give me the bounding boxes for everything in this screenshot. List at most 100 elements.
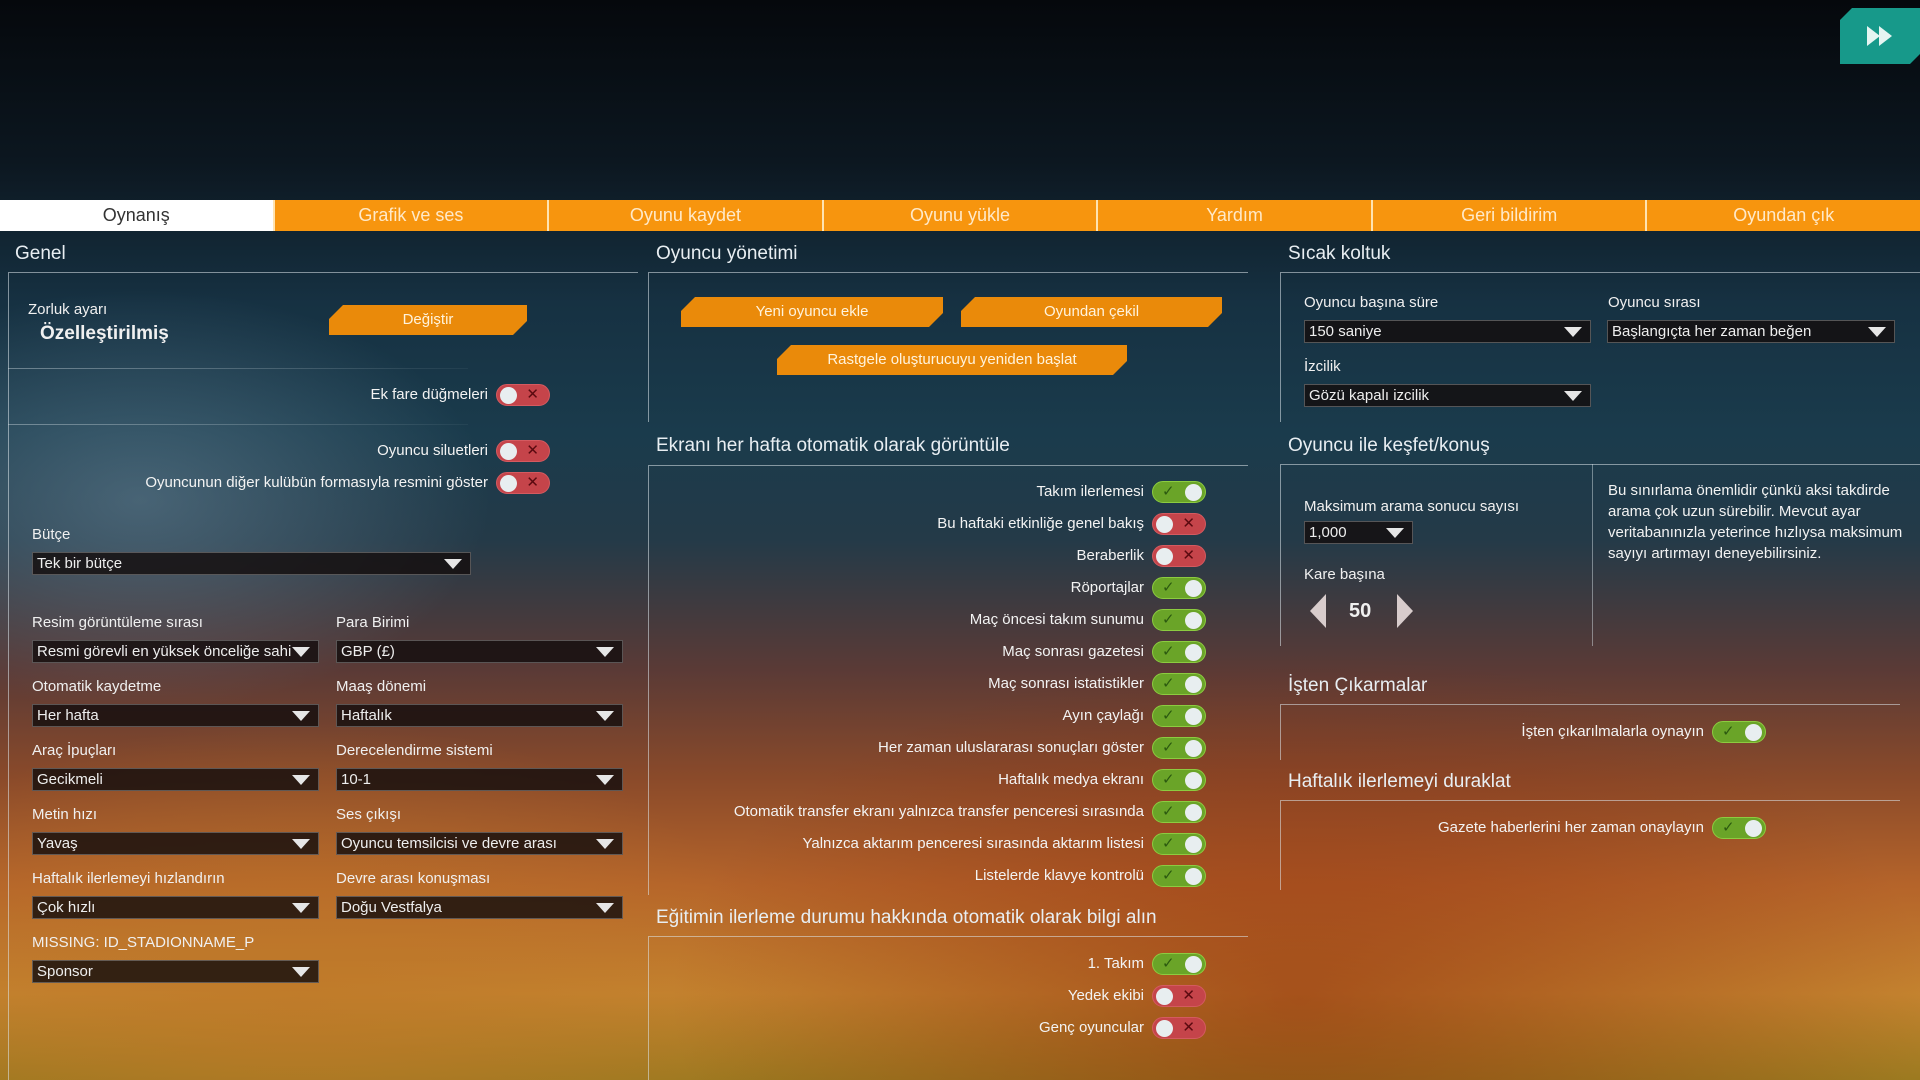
toggle-knob — [1156, 1020, 1173, 1037]
setting-dropdown[interactable]: Sponsor — [32, 960, 319, 983]
toggle-switch[interactable]: ✓ — [1152, 737, 1206, 759]
setting-label: Ses çıkışı — [336, 806, 402, 823]
fast-forward-button[interactable] — [1840, 8, 1920, 64]
toggle-knob — [1185, 612, 1202, 629]
toggle-row: Maç sonrası istatistikler ✓ — [506, 673, 1206, 695]
chevron-down-icon — [292, 775, 310, 785]
tab-4[interactable]: Yardım — [1096, 200, 1371, 231]
toggle-switch[interactable]: ✓ — [1152, 481, 1206, 503]
search-panel — [1280, 464, 1920, 646]
toggle-label: Genç oyuncular — [1038, 1019, 1144, 1036]
max-results-dropdown[interactable]: 1,000 — [1304, 521, 1413, 544]
setting-dropdown[interactable]: Her hafta — [32, 704, 319, 727]
toggle-switch[interactable]: ✓ — [1152, 833, 1206, 855]
tab-5[interactable]: Geri bildirim — [1370, 200, 1646, 231]
toggle-row: Bu haftaki etkinliğe genel bakış ✕ — [506, 513, 1206, 535]
setting-value: Her hafta — [37, 707, 99, 724]
budget-dropdown[interactable]: Tek bir bütçe — [32, 552, 471, 575]
toggle-switch[interactable]: ✕ — [1152, 1017, 1206, 1039]
setting-value: 10-1 — [341, 771, 372, 788]
setting-dropdown[interactable]: GBP (£) — [336, 640, 623, 663]
toggle-switch[interactable]: ✕ — [496, 472, 550, 494]
player-order-dropdown[interactable]: Başlangıçta her zaman beğen — [1607, 320, 1895, 343]
restart-random-button[interactable]: Rastgele oluşturucuyu yeniden başlat — [777, 345, 1127, 375]
tab-2[interactable]: Oyunu kaydet — [547, 200, 822, 231]
toggle-switch[interactable]: ✓ — [1152, 641, 1206, 663]
tab-6[interactable]: Oyundan çık — [1645, 200, 1920, 231]
section-title-dismissals: İşten Çıkarmalar — [1288, 675, 1428, 696]
chevron-down-icon — [596, 903, 614, 913]
toggle-row: Listelerde klavye kontrolü✓ — [506, 865, 1206, 887]
setting-value: Doğu Vestfalya — [341, 899, 442, 916]
weekly-screens-panel — [648, 465, 1248, 895]
section-title-pause: Haftalık ilerlemeyi duraklat — [1288, 771, 1511, 792]
toggle-label: Takım ilerlemesi — [1036, 483, 1144, 500]
check-icon: ✓ — [1162, 955, 1175, 972]
search-info-text: Bu sınırlama önemlidir çünkü aksi takdir… — [1608, 482, 1903, 562]
toggle-switch[interactable]: ✓ — [1152, 865, 1206, 887]
setting-label: Derecelendirme sistemi — [336, 742, 493, 759]
toggle-switch[interactable]: ✕ — [496, 384, 550, 406]
toggle-label: Beraberlik — [1076, 547, 1144, 564]
setting-dropdown[interactable]: Doğu Vestfalya — [336, 896, 623, 919]
toggle-knob — [1745, 724, 1762, 741]
hotseat-panel — [1280, 272, 1920, 422]
toggle-switch[interactable]: ✓ — [1152, 609, 1206, 631]
difficulty-label: Zorluk ayarı — [28, 301, 108, 318]
toggle-switch[interactable]: ✓ — [1152, 769, 1206, 791]
setting-dropdown[interactable]: 10-1 — [336, 768, 623, 791]
scouting-dropdown[interactable]: Gözü kapalı izcilik — [1304, 384, 1591, 407]
x-icon: ✕ — [1182, 987, 1195, 1004]
check-icon: ✓ — [1162, 867, 1175, 884]
increment-arrow-icon[interactable] — [1395, 594, 1415, 628]
chevron-down-icon — [292, 711, 310, 721]
toggle-switch[interactable]: ✓ — [1152, 705, 1206, 727]
tab-3[interactable]: Oyunu yükle — [821, 200, 1097, 231]
x-icon: ✕ — [1182, 547, 1195, 564]
tab-0[interactable]: Oynanış — [0, 200, 273, 231]
toggle-switch[interactable]: ✓ — [1152, 673, 1206, 695]
fast-forward-icon — [1865, 24, 1895, 48]
toggle-label: Otomatik transfer ekranı yalnızca transf… — [733, 803, 1144, 820]
toggle-switch[interactable]: ✓ — [1152, 801, 1206, 823]
toggle-label: Her zaman uluslararası sonuçları göster — [878, 739, 1144, 756]
setting-dropdown[interactable]: Gecikmeli — [32, 768, 319, 791]
toggle-knob — [1156, 548, 1173, 565]
toggle-switch[interactable]: ✕ — [1152, 985, 1206, 1007]
toggle-switch[interactable]: ✕ — [1152, 545, 1206, 567]
retire-button[interactable]: Oyundan çekil — [961, 297, 1222, 327]
toggle-row: Otomatik transfer ekranı yalnızca transf… — [506, 801, 1206, 823]
setting-value: Oyuncu temsilcisi ve devre arası — [341, 835, 557, 852]
setting-value: GBP (£) — [341, 643, 395, 660]
check-icon: ✓ — [1162, 483, 1175, 500]
check-icon: ✓ — [1162, 803, 1175, 820]
toggle-switch[interactable]: ✓ — [1152, 577, 1206, 599]
setting-dropdown[interactable]: Haftalık — [336, 704, 623, 727]
toggle-label: Maç sonrası gazetesi — [1002, 643, 1144, 660]
time-per-player-dropdown[interactable]: 150 saniye — [1304, 320, 1591, 343]
scouting-value: Gözü kapalı izcilik — [1309, 387, 1430, 404]
toggle-knob — [1185, 676, 1202, 693]
toggle-switch[interactable]: ✓ — [1152, 953, 1206, 975]
toggle-row: İşten çıkarılmalarla oynayın ✓ — [1066, 721, 1766, 743]
toggle-switch[interactable]: ✕ — [496, 440, 550, 462]
section-title-player-management: Oyuncu yönetimi — [656, 243, 798, 264]
tab-1[interactable]: Grafik ve ses — [272, 200, 548, 231]
check-icon: ✓ — [1162, 771, 1175, 788]
toggle-switch[interactable]: ✓ — [1712, 721, 1766, 743]
add-player-button[interactable]: Yeni oyuncu ekle — [681, 297, 943, 327]
setting-dropdown[interactable]: Resmi görevli en yüksek önceliğe sahi — [32, 640, 319, 663]
toggle-label: Maç sonrası istatistikler — [988, 675, 1144, 692]
setting-dropdown[interactable]: Yavaş — [32, 832, 319, 855]
toggle-label: Bu haftaki etkinliğe genel bakış — [937, 515, 1144, 532]
toggle-switch[interactable]: ✓ — [1712, 817, 1766, 839]
setting-dropdown[interactable]: Oyuncu temsilcisi ve devre arası — [336, 832, 623, 855]
training-panel — [648, 936, 1248, 1080]
chevron-down-icon — [292, 647, 310, 657]
change-difficulty-button[interactable]: Değiştir — [329, 305, 527, 335]
setting-dropdown[interactable]: Çok hızlı — [32, 896, 319, 919]
toggle-label: İşten çıkarılmalarla oynayın — [1521, 723, 1704, 740]
toggle-row: Genç oyuncular ✕ — [506, 1017, 1206, 1039]
decrement-arrow-icon[interactable] — [1308, 594, 1328, 628]
toggle-switch[interactable]: ✕ — [1152, 513, 1206, 535]
